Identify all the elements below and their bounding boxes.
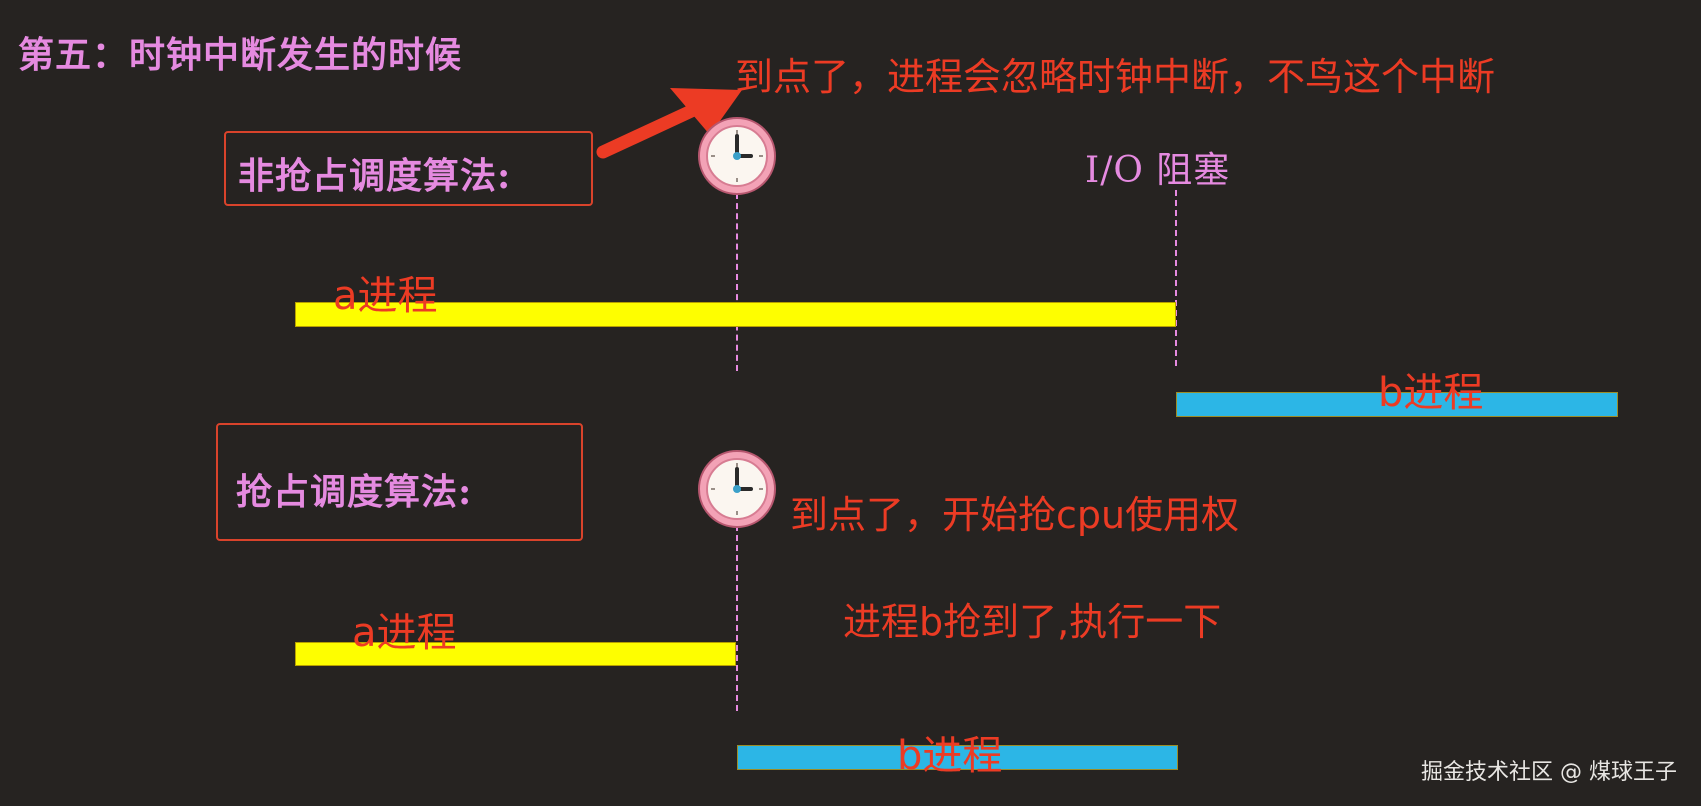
non-preemptive-label: 非抢占调度算法: bbox=[238, 155, 512, 197]
clock-icon bbox=[698, 117, 776, 195]
preemptive-callout-2: 进程b抢到了,执行一下 bbox=[843, 600, 1222, 644]
non-preemptive-label-box: 非抢占调度算法: bbox=[224, 131, 593, 206]
non-preemptive-callout: 到点了，进程会忽略时钟中断，不鸟这个中断 bbox=[735, 55, 1496, 99]
watermark: 掘金技术社区 @ 煤球王子 bbox=[1421, 760, 1677, 785]
process-a-label: a进程 bbox=[333, 273, 438, 319]
process-a-bar bbox=[295, 302, 1176, 327]
process-a-label: a进程 bbox=[352, 610, 457, 656]
process-b-label: b进程 bbox=[1378, 370, 1484, 416]
io-block-label: I/O 阻塞 bbox=[1085, 150, 1231, 191]
preemptive-callout-1: 到点了，开始抢cpu使用权 bbox=[790, 493, 1240, 537]
page-title: 第五：时钟中断发生的时候 bbox=[18, 34, 463, 76]
clock-interrupt-marker bbox=[736, 525, 738, 711]
preemptive-label: 抢占调度算法: bbox=[236, 471, 473, 513]
io-block-marker bbox=[1175, 190, 1177, 366]
arrow-icon bbox=[596, 88, 742, 159]
process-b-label: b进程 bbox=[897, 733, 1003, 779]
process-a-bar bbox=[295, 642, 736, 666]
process-b-bar bbox=[1176, 392, 1618, 417]
process-b-bar bbox=[737, 745, 1178, 770]
clock-interrupt-marker bbox=[736, 193, 738, 371]
preemptive-label-box: 抢占调度算法: bbox=[216, 423, 583, 541]
clock-icon bbox=[698, 450, 776, 528]
